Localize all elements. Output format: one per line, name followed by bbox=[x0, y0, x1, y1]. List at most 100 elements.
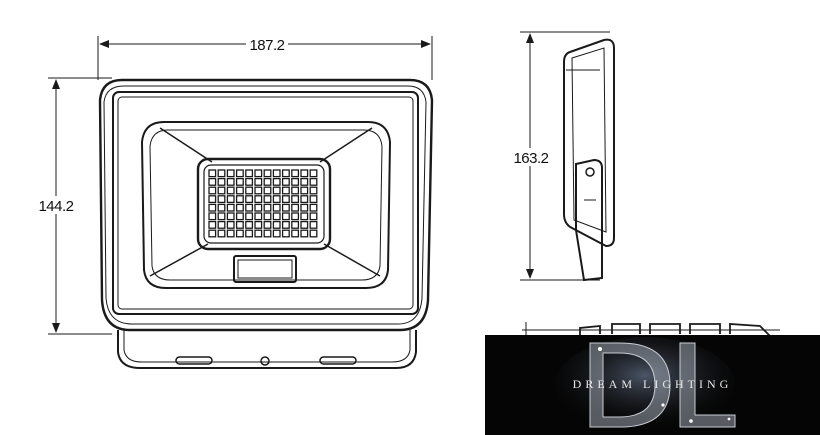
brand-logo: DREAM LIGHTING bbox=[485, 335, 820, 435]
led-chip bbox=[300, 212, 309, 221]
reflector-outline bbox=[140, 121, 392, 289]
led-chip bbox=[300, 177, 309, 186]
led-chip bbox=[309, 203, 318, 212]
led-chip bbox=[263, 186, 272, 195]
led-chip bbox=[217, 195, 226, 204]
led-chip bbox=[272, 212, 281, 221]
width-label: 187.2 bbox=[249, 37, 284, 54]
led-chip bbox=[235, 169, 244, 178]
led-chip bbox=[281, 220, 290, 229]
housing-outline bbox=[98, 78, 434, 332]
led-chip bbox=[300, 203, 309, 212]
led-chip bbox=[281, 203, 290, 212]
led-chip bbox=[254, 229, 263, 238]
led-chip bbox=[208, 220, 217, 229]
led-chip bbox=[272, 220, 281, 229]
bracket-bolt bbox=[585, 167, 595, 177]
led-chip bbox=[235, 203, 244, 212]
led-chip bbox=[281, 169, 290, 178]
led-chip bbox=[272, 203, 281, 212]
front-view: 187.2 144.2 bbox=[34, 34, 434, 369]
height-dimension: 144.2 bbox=[34, 77, 112, 335]
led-chip bbox=[291, 186, 300, 195]
led-chip bbox=[309, 177, 318, 186]
led-chip bbox=[226, 203, 235, 212]
led-chip bbox=[235, 195, 244, 204]
led-chip bbox=[245, 177, 254, 186]
side-view: 163.2 bbox=[513, 31, 615, 282]
led-chip bbox=[272, 169, 281, 178]
inner-frame bbox=[112, 91, 419, 315]
bottom-base bbox=[117, 330, 417, 369]
led-chip bbox=[291, 195, 300, 204]
led-chip bbox=[300, 169, 309, 178]
led-chip bbox=[291, 169, 300, 178]
side-body bbox=[563, 38, 615, 248]
led-chip bbox=[281, 177, 290, 186]
led-chip bbox=[300, 195, 309, 204]
led-chip bbox=[281, 195, 290, 204]
led-chip bbox=[208, 177, 217, 186]
led-chip bbox=[217, 169, 226, 178]
led-chip bbox=[263, 203, 272, 212]
led-chip bbox=[281, 212, 290, 221]
led-chip bbox=[300, 220, 309, 229]
led-chip bbox=[309, 229, 318, 238]
led-chip bbox=[226, 186, 235, 195]
led-chip bbox=[263, 177, 272, 186]
led-chip bbox=[263, 212, 272, 221]
led-chip bbox=[281, 186, 290, 195]
led-chip bbox=[263, 195, 272, 204]
led-chip bbox=[208, 229, 217, 238]
led-chip bbox=[291, 229, 300, 238]
top-view bbox=[522, 322, 780, 340]
led-chip bbox=[309, 212, 318, 221]
led-chip bbox=[263, 169, 272, 178]
led-chip bbox=[226, 195, 235, 204]
label-plate bbox=[233, 255, 297, 283]
led-chip bbox=[235, 220, 244, 229]
led-chip bbox=[235, 229, 244, 238]
led-chip bbox=[226, 212, 235, 221]
led-chip bbox=[254, 177, 263, 186]
led-chip bbox=[226, 229, 235, 238]
led-chip bbox=[291, 212, 300, 221]
led-chip bbox=[226, 177, 235, 186]
cable-gland bbox=[260, 356, 270, 366]
led-chip bbox=[272, 229, 281, 238]
led-chip bbox=[226, 169, 235, 178]
led-chip bbox=[245, 186, 254, 195]
led-chip bbox=[235, 186, 244, 195]
led-chip bbox=[309, 186, 318, 195]
led-chip bbox=[208, 212, 217, 221]
led-chip bbox=[291, 177, 300, 186]
led-grid bbox=[208, 169, 318, 238]
led-chip bbox=[272, 177, 281, 186]
side-height-label: 163.2 bbox=[513, 150, 548, 167]
led-chip bbox=[300, 186, 309, 195]
led-chip bbox=[254, 212, 263, 221]
led-chip bbox=[272, 186, 281, 195]
led-chip bbox=[217, 203, 226, 212]
led-chip bbox=[291, 203, 300, 212]
led-chip bbox=[309, 195, 318, 204]
led-chip bbox=[235, 212, 244, 221]
led-chip bbox=[217, 186, 226, 195]
led-chip bbox=[254, 220, 263, 229]
led-chip bbox=[300, 229, 309, 238]
side-height-dimension: 163.2 bbox=[513, 31, 610, 281]
led-chip bbox=[263, 229, 272, 238]
led-chip bbox=[254, 186, 263, 195]
led-chip bbox=[235, 177, 244, 186]
led-chip bbox=[217, 177, 226, 186]
led-chip bbox=[208, 195, 217, 204]
mounting-bracket bbox=[575, 158, 603, 282]
led-chip bbox=[226, 220, 235, 229]
vent-slot-left bbox=[175, 356, 213, 365]
led-chip bbox=[245, 169, 254, 178]
led-chip bbox=[208, 169, 217, 178]
led-chip bbox=[245, 220, 254, 229]
led-chip bbox=[245, 229, 254, 238]
led-chip bbox=[245, 203, 254, 212]
led-chip bbox=[254, 203, 263, 212]
